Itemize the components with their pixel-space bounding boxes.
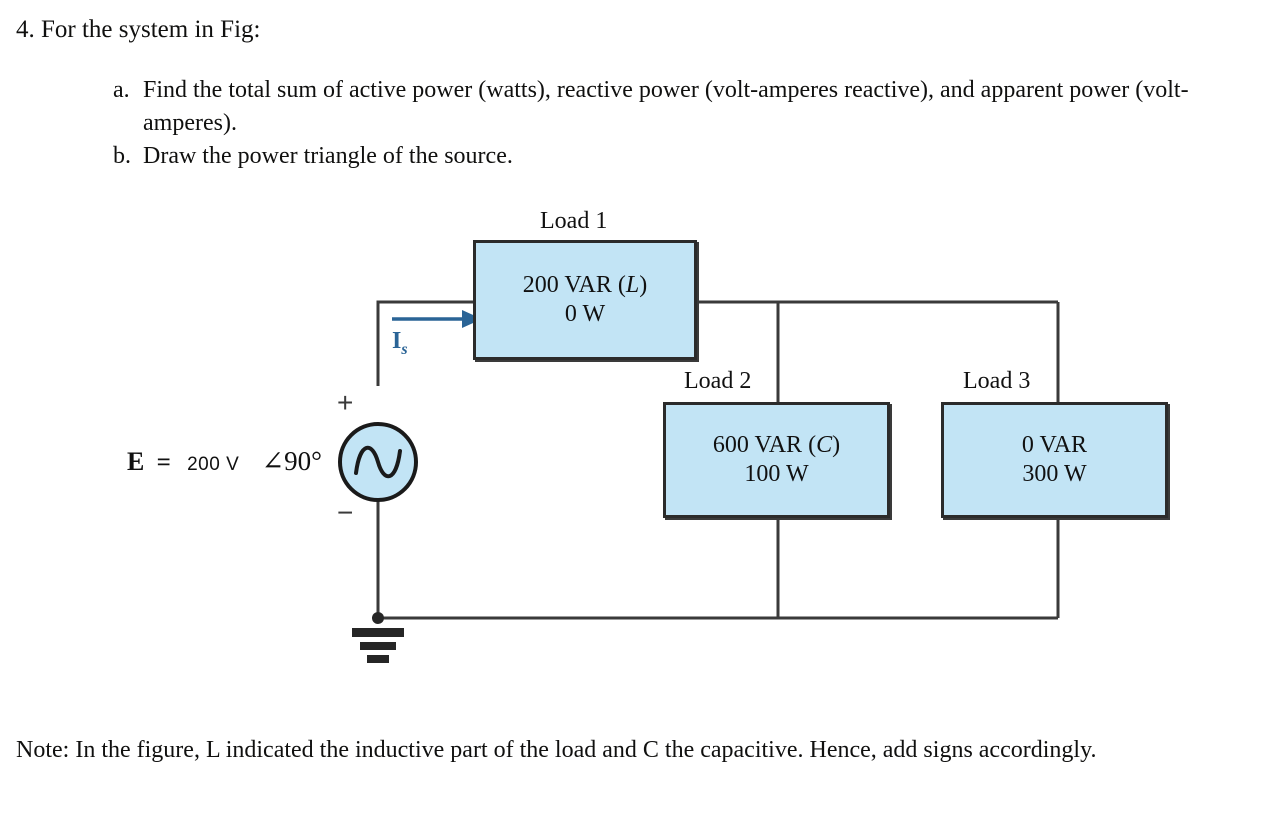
question-text-a: Find the total sum of active power (watt… bbox=[143, 77, 1189, 136]
load-3-reactive: 0 VAR bbox=[1022, 431, 1087, 460]
source-label-angle: ∠90° bbox=[261, 446, 322, 476]
question-marker-a: a. bbox=[113, 77, 130, 103]
current-label-subscript: s bbox=[401, 340, 408, 358]
current-arrow bbox=[392, 310, 482, 328]
current-label: Is bbox=[392, 328, 408, 359]
ground-symbol bbox=[352, 628, 404, 663]
terminal-minus-sign: − bbox=[337, 497, 354, 528]
question-marker-b: b. bbox=[113, 143, 131, 169]
load-2-title: Load 2 bbox=[684, 368, 752, 394]
circuit-diagram: Load 1 200 VAR (L) 0 W Load 2 600 VAR (C… bbox=[0, 196, 1283, 696]
load-3-title: Load 3 bbox=[963, 368, 1031, 394]
load-2-reactive-type: C bbox=[816, 432, 833, 458]
load-1-reactive: 200 VAR (L) bbox=[523, 271, 648, 300]
question-text-b: Draw the power triangle of the source. bbox=[143, 143, 513, 169]
page-title: 4. For the system in Fig: bbox=[16, 16, 261, 43]
wire-source-to-load1 bbox=[376, 300, 476, 386]
load-2-reactive-paren: ) bbox=[832, 432, 841, 458]
load-1-reactive-type: L bbox=[625, 272, 640, 298]
question-item-a: a. Find the total sum of active power (w… bbox=[113, 74, 1273, 140]
junction-dot bbox=[372, 612, 384, 624]
figure-note: Note: In the figure, L indicated the ind… bbox=[16, 737, 1097, 763]
circuit-wires bbox=[338, 300, 1060, 663]
load-1-reactive-value: 200 VAR ( bbox=[522, 272, 626, 298]
source-label-e: E bbox=[127, 447, 145, 476]
current-label-i: I bbox=[392, 328, 402, 354]
load-1-active: 0 W bbox=[564, 301, 606, 327]
load-2-reactive: 600 VAR (C) bbox=[713, 431, 840, 460]
terminal-plus-sign: + bbox=[337, 387, 354, 418]
ac-voltage-source bbox=[338, 422, 418, 502]
load-3-reactive-value: 0 VAR bbox=[1021, 432, 1088, 458]
load-1-box: 200 VAR (L) 0 W bbox=[473, 240, 697, 360]
load-1-reactive-paren: ) bbox=[639, 272, 648, 298]
load-1-title: Load 1 bbox=[540, 208, 608, 234]
source-label-equals: = bbox=[156, 449, 171, 476]
load-2-box: 600 VAR (C) 100 W bbox=[663, 402, 890, 518]
load-2-active: 100 W bbox=[744, 461, 809, 487]
load-2-reactive-value: 600 VAR ( bbox=[712, 432, 817, 458]
load-3-active: 300 W bbox=[1022, 461, 1087, 487]
load-3-box: 0 VAR 300 W bbox=[941, 402, 1168, 518]
question-list: a. Find the total sum of active power (w… bbox=[113, 74, 1273, 173]
question-item-b: b. Draw the power triangle of the source… bbox=[113, 140, 1273, 173]
source-label: E = 200 V ∠90° bbox=[127, 446, 322, 477]
source-label-magnitude: 200 V bbox=[187, 454, 240, 475]
